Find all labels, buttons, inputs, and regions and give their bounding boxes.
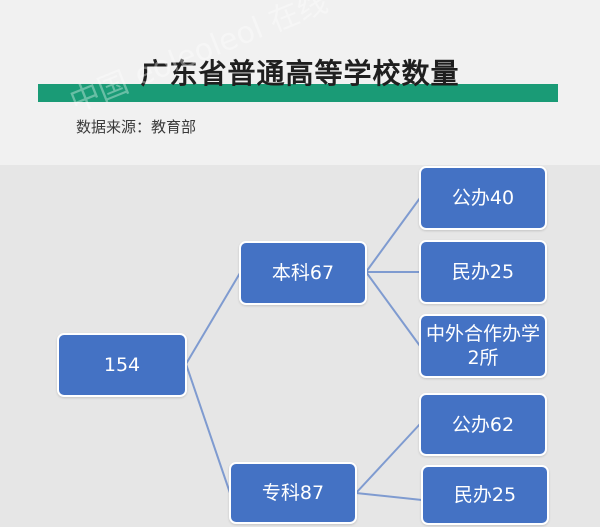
junior-private-label: 民办25 (453, 484, 517, 506)
bachelor-node: 本科67 (239, 241, 367, 305)
bachelor-public-label: 公办40 (451, 187, 515, 209)
connector-junior-to-public (355, 423, 421, 494)
bachelor-joint-node: 中外合作办学2所 (419, 314, 547, 378)
connector-root-to-junior (185, 363, 231, 494)
root-node: 154 (57, 333, 187, 397)
junior-college-node: 专科87 (229, 462, 357, 524)
bachelor-node-label: 本科67 (271, 262, 335, 284)
bachelor-private-node: 民办25 (419, 240, 547, 304)
connector-bachelor-to-public (365, 197, 421, 273)
connector-junior-to-private (355, 492, 423, 501)
junior-public-node: 公办62 (419, 393, 547, 456)
header-panel (0, 0, 600, 165)
bachelor-public-node: 公办40 (419, 166, 547, 230)
connector-bachelor-to-joint (365, 271, 421, 347)
root-node-label: 154 (103, 354, 141, 376)
page-title: 广东省普通高等学校数量 (140, 57, 460, 90)
junior-private-node: 民办25 (421, 465, 549, 525)
bachelor-private-label: 民办25 (451, 261, 515, 283)
data-source-note: 数据来源：教育部 (76, 118, 197, 136)
bachelor-joint-label: 中外合作办学2所 (425, 323, 540, 369)
junior-college-node-label: 专科87 (261, 482, 325, 504)
junior-public-label: 公办62 (451, 413, 515, 436)
connector-root-to-bachelor (185, 272, 241, 365)
title-accent-bar (38, 84, 558, 102)
